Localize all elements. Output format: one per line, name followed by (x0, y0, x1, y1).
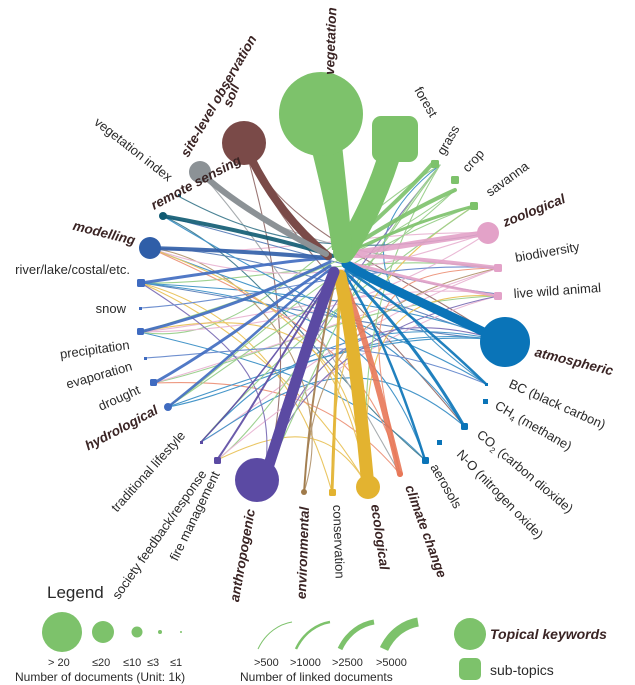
label-crop: crop (459, 146, 487, 175)
node-biodiversity (494, 264, 502, 272)
legend-link-gt1000 (294, 620, 331, 650)
label-co2-subscript: 2 (488, 445, 498, 455)
node-evaporation (144, 357, 147, 360)
node-ecological (356, 475, 380, 499)
node-nox (437, 440, 442, 445)
legend-link-label-gt1000: >1000 (290, 657, 321, 669)
label-climate-change: climate change (402, 483, 450, 580)
node-drought (150, 379, 157, 386)
label-precipitation: precipitation (59, 337, 131, 362)
node-aerosols (422, 457, 429, 464)
label-remote-sensing: remote sensing (148, 152, 244, 212)
legend-size-le3 (158, 630, 162, 634)
legend-link-gt500 (257, 621, 293, 650)
label-vegetation-index: vegetation index (92, 114, 176, 184)
node-anthropogenic (235, 458, 279, 502)
node-site-level-observation (189, 161, 211, 183)
label-aerosols: aerosols (427, 461, 465, 511)
legend-size-label-gt20: > 20 (48, 657, 70, 669)
legend-size-gt20 (42, 612, 82, 652)
legend: Legend > 20 ≤20 ≤10 ≤3 ≤1 Number of docu… (15, 583, 607, 684)
legend-subtopic-label: sub-topics (490, 662, 554, 678)
node-conservation (329, 489, 336, 496)
legend-subtopic-swatch (459, 658, 481, 680)
legend-link-label-gt5000: >5000 (376, 657, 407, 669)
label-live-wild-animal: live wild animal (513, 280, 601, 301)
label-ch4-subscript: 4 (508, 414, 517, 424)
label-biodiversity: biodiversity (514, 239, 581, 265)
medium-links (138, 160, 500, 494)
label-environmental: environmental (294, 506, 312, 599)
label-forest: forest (411, 84, 440, 120)
node-soil (222, 121, 266, 165)
legend-link-label-gt500: >500 (254, 657, 279, 669)
node-zoological (477, 222, 499, 244)
legend-size-le20 (92, 621, 114, 643)
node-bc (485, 383, 488, 386)
legend-link-gt5000 (379, 617, 419, 652)
node-layer (137, 72, 530, 502)
label-hydrological: hydrological (82, 402, 160, 453)
node-ch4 (483, 399, 488, 404)
label-grass: grass (434, 122, 463, 157)
node-remote-sensing (159, 212, 167, 220)
label-atmospheric: atmospheric (533, 344, 615, 378)
node-vegetation (279, 72, 363, 156)
label-anthropogenic: anthropogenic (227, 507, 258, 602)
node-society-feedback (214, 457, 221, 464)
legend-link-label-gt2500: >2500 (332, 657, 363, 669)
link-layer (138, 115, 505, 494)
legend-link-gt2500 (337, 619, 375, 651)
legend-size-label-le20: ≤20 (92, 657, 110, 669)
node-co2 (461, 423, 468, 430)
node-river (137, 279, 145, 287)
legend-size-label-le3: ≤3 (147, 657, 159, 669)
label-vegetation: vegetation (322, 7, 339, 75)
node-savanna (470, 202, 478, 210)
label-ch4-rest: (methane) (513, 409, 575, 453)
node-atmospheric (480, 317, 530, 367)
label-river: river/lake/costal/etc. (15, 262, 130, 277)
legend-size-le10 (131, 626, 143, 638)
label-snow: snow (96, 301, 127, 316)
node-crop (451, 176, 459, 184)
label-modelling: modelling (71, 218, 137, 248)
node-precipitation (137, 328, 144, 335)
node-traditional-lifestyle (200, 441, 203, 444)
node-forest (372, 116, 418, 162)
legend-size-label-le10: ≤10 (123, 657, 141, 669)
label-nox: N-O (nitrogen oxide) (454, 447, 547, 542)
label-ecological: ecological (368, 503, 392, 571)
node-environmental (301, 489, 307, 495)
node-climate-change (397, 471, 403, 477)
legend-size-caption: Number of documents (Unit: 1k) (15, 670, 185, 684)
label-drought: drought (96, 382, 143, 414)
node-modelling (139, 237, 161, 259)
label-zoological: zoological (500, 191, 568, 230)
legend-size-label-le1: ≤1 (170, 657, 182, 669)
label-savanna: savanna (483, 158, 532, 199)
node-grass (431, 160, 439, 168)
node-hydrological (164, 403, 172, 411)
node-live-wild-animal (494, 292, 502, 300)
node-vegetation-index (178, 194, 181, 197)
legend-title: Legend (47, 583, 104, 602)
legend-link-caption: Number of linked documents (240, 670, 393, 684)
legend-size-le1 (180, 631, 182, 633)
legend-topical-label: Topical keywords (490, 626, 607, 642)
legend-topical-swatch (454, 618, 486, 650)
label-conservation: conservation (330, 505, 348, 579)
node-snow (139, 307, 142, 310)
